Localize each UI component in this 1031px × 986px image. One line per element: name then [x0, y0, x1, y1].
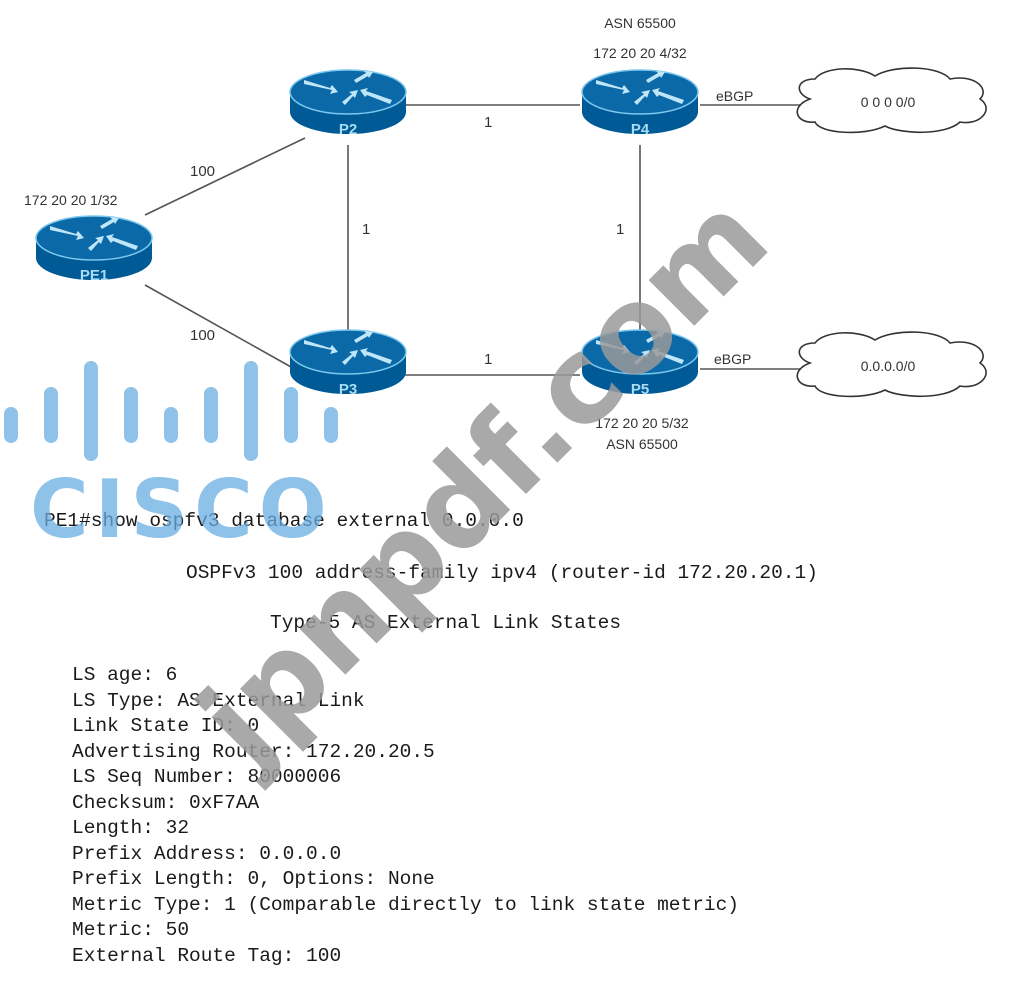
cli-field-line: LS Seq Number: 80000006	[72, 766, 342, 788]
router-p3: P3	[289, 329, 407, 398]
p4-loopback: 172 20 20 4/32	[593, 45, 687, 61]
internet-cloud-p5: 0.0.0.0/0	[796, 331, 987, 398]
p5-loopback: 172 20 20 5/32	[595, 415, 689, 431]
cli-field-line: LS Type: AS External Link	[72, 689, 365, 712]
cloud-label: 0.0.0.0/0	[861, 358, 916, 374]
cli-command: PE1#show ospfv3 database external 0.0.0.…	[44, 510, 524, 532]
router-p2: P2	[289, 69, 407, 138]
p4-asn: ASN 65500	[604, 15, 676, 31]
cli-field-line: Checksum: 0xF7AA	[72, 791, 260, 814]
cli-field-line: Prefix Length: 0, Options: None	[72, 868, 435, 890]
cost-p3-p5: 1	[484, 351, 492, 368]
cisco-logo-watermark: CISCO	[4, 361, 338, 545]
ebgp-label-p4: eBGP	[716, 88, 753, 104]
internet-cloud-p4: 0 0 0 0/0	[796, 67, 987, 134]
cli-field-line: Prefix Address: 0.0.0.0	[72, 842, 342, 865]
cli-field-line: Link State ID: 0	[72, 715, 260, 737]
cli-field-line: Metric: 50	[72, 919, 190, 941]
link-pe1-p2	[144, 137, 306, 216]
pe1-loopback: 172 20 20 1/32	[24, 192, 118, 208]
cli-field-line: Advertising Router: 172.20.20.5	[72, 740, 435, 763]
router-pe1: PE1	[35, 215, 153, 284]
cost-p2-p3: 1	[362, 221, 370, 238]
cli-process-header: OSPFv3 100 address-family ipv4 (router-i…	[186, 562, 818, 584]
ebgp-label-p5: eBGP	[714, 351, 751, 367]
cost-p4-p5: 1	[616, 221, 624, 238]
router-p4: P4	[581, 69, 699, 138]
cli-section-title: Type-5 AS External Link States	[270, 612, 622, 634]
p5-asn: ASN 65500	[606, 436, 678, 452]
cli-field-line: External Route Tag: 100	[72, 944, 342, 967]
cost-p2-p4: 1	[484, 114, 492, 131]
cost-pe1-p2: 100	[190, 163, 215, 180]
cli-field-line: Length: 32	[72, 817, 190, 839]
router-p5: P5	[581, 329, 699, 398]
router-label: P5	[631, 381, 649, 398]
router-label: P2	[339, 121, 357, 138]
cli-field-line: LS age: 6	[72, 664, 178, 686]
cisco-bars-icon	[4, 361, 338, 461]
cost-pe1-p3: 100	[190, 327, 215, 344]
cloud-label: 0 0 0 0/0	[861, 94, 916, 110]
link-pe1-p3	[144, 284, 301, 373]
router-label: P3	[339, 381, 357, 398]
cli-field-line: Metric Type: 1 (Comparable directly to l…	[72, 893, 740, 916]
network-topology-diagram: 100 100 1 1 1 1 PE1 172 20 20 1/32 P2 P3…	[24, 15, 987, 452]
cisco-logo-text: CISCO	[30, 463, 333, 545]
router-label: PE1	[80, 267, 108, 284]
router-label: P4	[631, 121, 650, 138]
